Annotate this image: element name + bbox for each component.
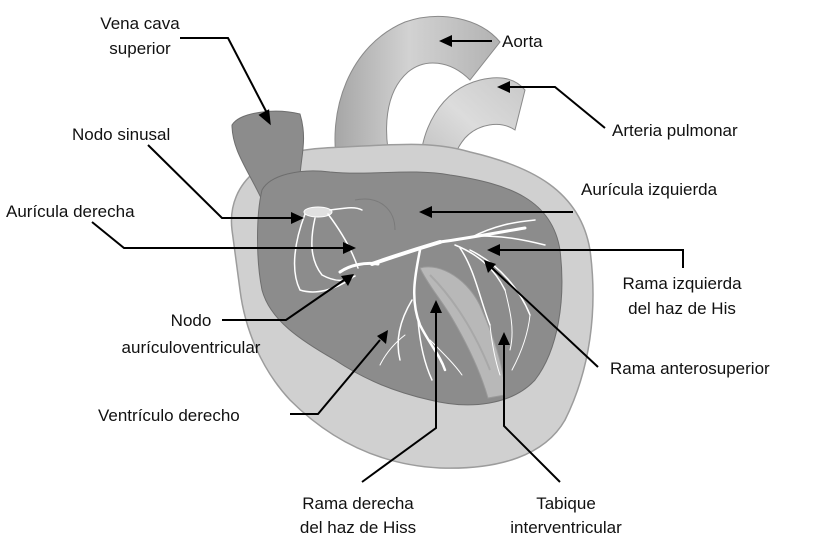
label-nodo-sinusal: Nodo sinusal [72,125,170,144]
label-rama-derecha-line2: del haz de Hiss [300,518,416,537]
label-auricula-izquierda: Aurícula izquierda [581,180,718,199]
label-vena-cava-line2: superior [109,39,171,58]
label-tabique-line2: interventricular [510,518,622,537]
leader-vena-cava [180,38,268,115]
label-tabique-line1: Tabique [536,494,596,513]
label-auricula-derecha: Aurícula derecha [6,202,135,221]
label-nodo-av-line1: Nodo [171,311,212,330]
label-rama-anterosuperior: Rama anterosuperior [610,359,770,378]
label-nodo-av-line2: aurículoventricular [122,338,261,357]
label-rama-izquierda-line2: del haz de His [628,299,736,318]
label-vena-cava-line1: Vena cava [100,14,180,33]
label-rama-izquierda-line1: Rama izquierda [622,274,742,293]
label-ventriculo-derecho: Ventrículo derecho [98,406,240,425]
label-arteria-pulmonar: Arteria pulmonar [612,121,738,140]
label-rama-derecha-line1: Rama derecha [302,494,414,513]
label-aorta: Aorta [502,32,543,51]
sinus-node [304,207,332,217]
